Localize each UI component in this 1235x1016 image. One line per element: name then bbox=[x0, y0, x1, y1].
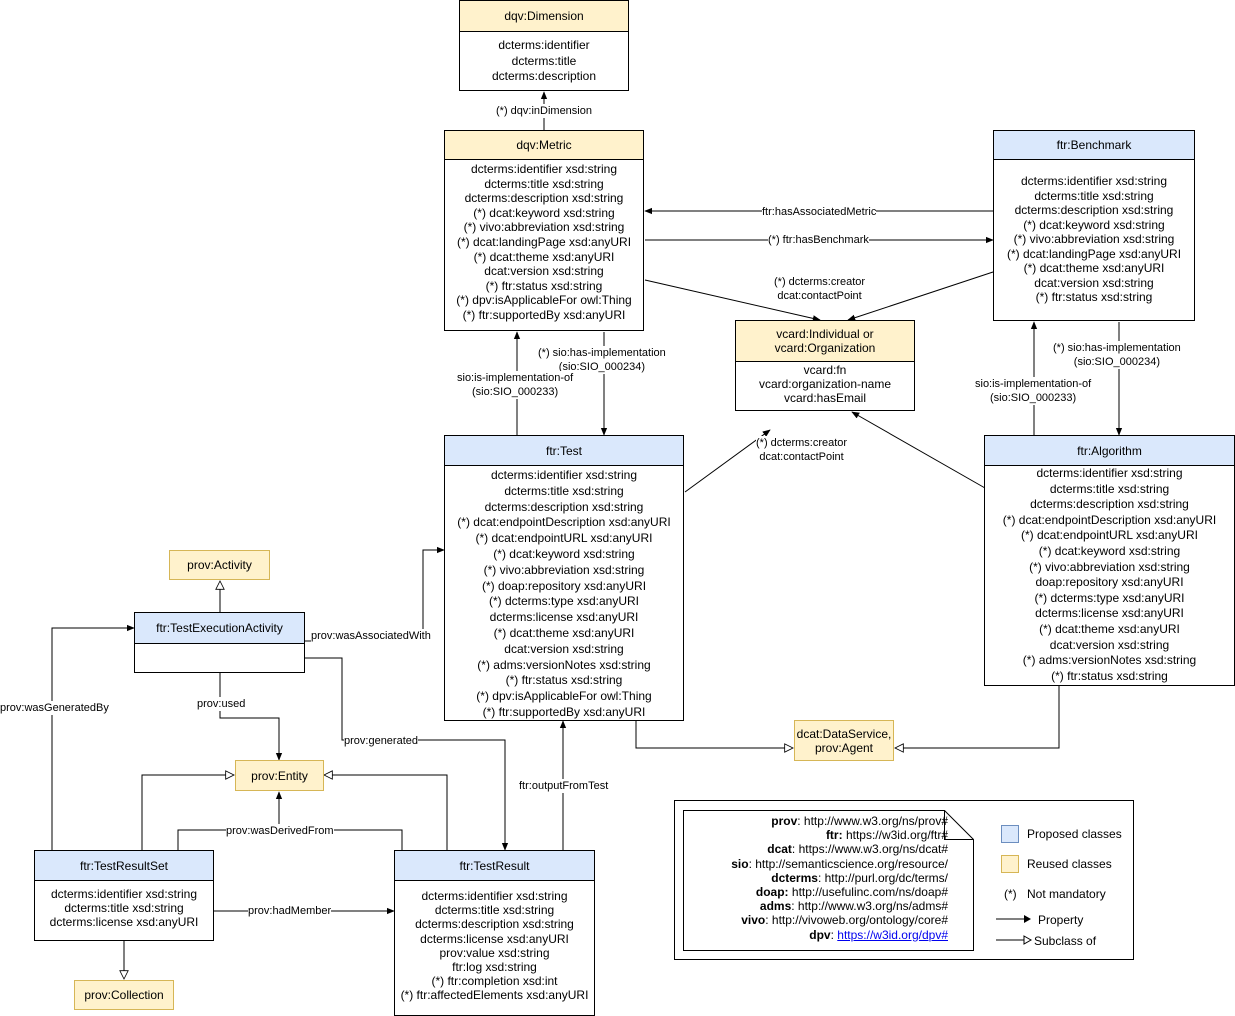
class-title: ftr:TestExecutionActivity bbox=[135, 613, 304, 644]
legend-subclass-arrow bbox=[996, 935, 1033, 945]
label-was-associated-with: prov:wasAssociatedWith bbox=[311, 629, 431, 643]
namespace-note-frame bbox=[683, 810, 974, 951]
edge-was-derived-from bbox=[177, 792, 403, 850]
class-ftr-benchmark[interactable]: ftr:Benchmark dcterms:identifier xsd:str… bbox=[993, 130, 1195, 321]
label-had-member: prov:hadMember bbox=[248, 904, 332, 918]
label-has-impl-right: (*) sio:has-implementation(sio:SIO_00023… bbox=[1053, 341, 1181, 369]
label-is-impl-left: sio:is-implementation-of(sio:SIO_000233) bbox=[457, 371, 574, 399]
ns-dpv: dpv: https://w3id.org/dpv# bbox=[809, 927, 948, 942]
legend-subclass-label: Subclass of bbox=[1034, 934, 1097, 948]
label-was-generated-by: prov:wasGeneratedBy bbox=[0, 701, 109, 715]
class-prov-collection[interactable]: prov:Collection bbox=[74, 980, 174, 1010]
class-dcat-dataservice-prov-agent[interactable]: dcat:DataService, prov:Agent bbox=[794, 720, 894, 761]
legend-reused-label: Reused classes bbox=[1027, 857, 1112, 871]
label-is-impl-right: sio:is-implementation-of(sio:SIO_000233) bbox=[975, 377, 1092, 405]
ns-dcterms: dcterms: http://purl.org/dc/terms/ bbox=[771, 870, 948, 885]
edge-benchmark-creator bbox=[847, 271, 994, 321]
edge-result-subclass-entity bbox=[324, 775, 448, 850]
label-output-from-test: ftr:outputFromTest bbox=[519, 779, 609, 793]
ns-adms: adms: http://www.w3.org/ns/adms# bbox=[759, 899, 948, 914]
legend-proposed-label: Proposed classes bbox=[1027, 827, 1122, 841]
edge-was-associated-with bbox=[305, 546, 445, 642]
label-used: prov:used bbox=[197, 697, 246, 711]
label-has-benchmark: (*) ftr:hasBenchmark bbox=[768, 233, 869, 247]
edge-was-generated-by bbox=[51, 624, 135, 850]
ns-prov: prov: http://www.w3.org/ns/prov# bbox=[771, 814, 948, 828]
class-ftr-test-result-set[interactable]: ftr:TestResultSet dcterms:identifier xsd… bbox=[34, 850, 214, 941]
legend-proposed-swatch bbox=[1001, 825, 1019, 843]
legend-property-arrow bbox=[996, 915, 1031, 923]
label-in-dimension: (*) dqv:inDimension bbox=[496, 104, 592, 118]
edge-test-subclass-dataservice bbox=[635, 720, 793, 748]
edge-metric-creator bbox=[644, 279, 821, 322]
class-title: ftr:Test bbox=[445, 436, 683, 466]
class-ftr-test-execution-activity[interactable]: ftr:TestExecutionActivity bbox=[134, 612, 305, 673]
class-title: dqv:Metric bbox=[445, 131, 643, 160]
edge-algorithm-creator bbox=[851, 411, 986, 489]
ns-vivo: vivo: http://vivoweb.org/ontology/core# bbox=[741, 913, 948, 928]
ns-doap: doap: http://usefulinc.com/ns/doap# bbox=[755, 885, 948, 900]
class-title: ftr:TestResult bbox=[395, 851, 594, 881]
edge-used bbox=[219, 673, 283, 761]
ns-sio: sio: http://semanticscience.org/resource… bbox=[731, 856, 948, 871]
edge-generated bbox=[305, 657, 509, 851]
class-prov-entity[interactable]: prov:Entity bbox=[235, 760, 324, 791]
legend-star: (*) bbox=[1004, 887, 1017, 901]
ns-ftr: ftr: https://w3id.org/ftr# bbox=[825, 828, 948, 843]
dpv-link[interactable]: https://w3id.org/dpv# bbox=[837, 927, 948, 942]
class-title: ftr:Benchmark bbox=[994, 131, 1194, 160]
class-title: vcard:Individual or vcard:Organization bbox=[736, 321, 914, 362]
class-prov-activity[interactable]: prov:Activity bbox=[169, 550, 270, 580]
legend-property-label: Property bbox=[1038, 913, 1084, 927]
class-ftr-algorithm[interactable]: ftr:Algorithm dcterms:identifier xsd:str… bbox=[984, 435, 1235, 686]
label-generated: prov:generated bbox=[344, 734, 418, 748]
label-has-impl-left: (*) sio:has-implementation(sio:SIO_00023… bbox=[538, 346, 666, 374]
legend-not-mandatory: Not mandatory bbox=[1027, 887, 1106, 901]
label-has-associated-metric: ftr:hasAssociatedMetric bbox=[762, 205, 877, 219]
namespace-list: prov: http://www.w3.org/ns/prov# ftr: ht… bbox=[690, 814, 948, 942]
class-title: ftr:Algorithm bbox=[985, 436, 1234, 466]
class-ftr-test[interactable]: ftr:Test dcterms:identifier xsd:string d… bbox=[444, 435, 684, 721]
edge-algorithm-subclass-dataservice bbox=[895, 686, 1060, 748]
edge-resultset-subclass-entity bbox=[141, 775, 234, 850]
class-dqv-metric[interactable]: dqv:Metric dcterms:identifier xsd:string… bbox=[444, 130, 644, 331]
class-vcard-individual-organization[interactable]: vcard:Individual or vcard:Organization v… bbox=[735, 320, 915, 411]
edge-test-creator bbox=[684, 429, 771, 493]
class-dqv-dimension[interactable]: dqv:Dimension dcterms:identifier dcterms… bbox=[459, 0, 629, 91]
ns-dcat: dcat: https://www.w3.org/ns/dcat# bbox=[767, 842, 948, 857]
class-ftr-test-result[interactable]: ftr:TestResult dcterms:identifier xsd:st… bbox=[394, 850, 595, 1016]
legend-reused-swatch bbox=[1001, 855, 1019, 873]
class-title: ftr:TestResultSet bbox=[35, 851, 213, 881]
label-was-derived-from: prov:wasDerivedFrom bbox=[226, 824, 334, 838]
class-title: dqv:Dimension bbox=[460, 1, 628, 32]
